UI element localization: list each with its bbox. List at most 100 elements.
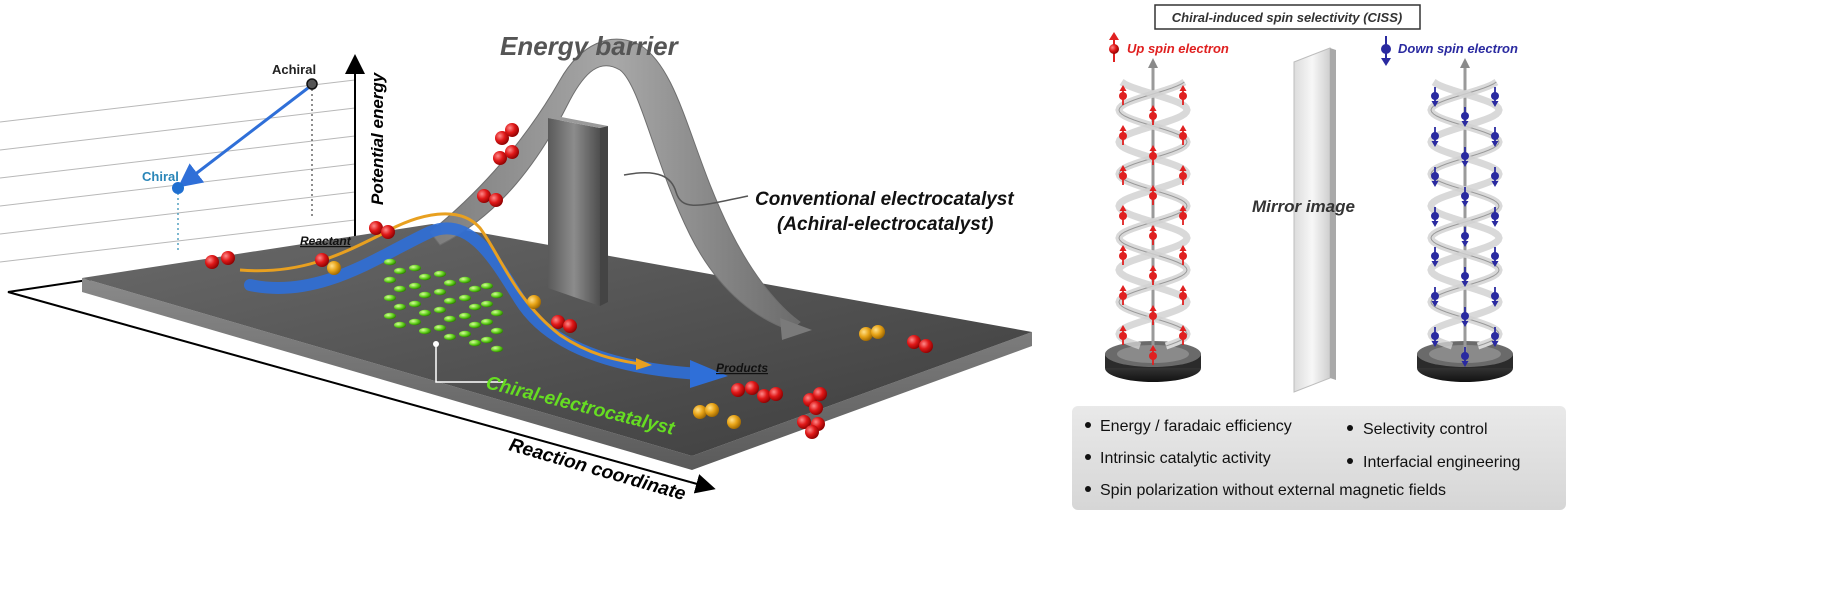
down-spin-label: Down spin electron	[1398, 41, 1518, 56]
spin-electron	[1119, 292, 1127, 300]
molecule-atom	[797, 415, 811, 429]
down-spin-legend: Down spin electron	[1381, 36, 1518, 66]
helix-turn	[444, 297, 456, 305]
spin-electron	[1179, 172, 1187, 180]
spin-electron	[1431, 292, 1439, 300]
molecule-atom	[563, 319, 577, 333]
helix-turn	[459, 294, 471, 302]
spin-electron	[1491, 132, 1499, 140]
helix-turn	[409, 264, 421, 272]
spin-electron	[1149, 312, 1157, 320]
helix-turn	[481, 336, 493, 344]
spin-electron	[1431, 332, 1439, 340]
molecule-atom	[693, 405, 707, 419]
spin-electron	[1491, 252, 1499, 260]
spin-electron	[1119, 252, 1127, 260]
molecule-atom	[369, 221, 383, 235]
molecule-atom	[477, 189, 491, 203]
molecule-atom	[907, 335, 921, 349]
molecule-atom	[205, 255, 219, 269]
reactant-label: Reactant	[300, 234, 352, 248]
helix-turn	[419, 327, 431, 335]
helix-turn	[469, 303, 481, 311]
spin-electron	[1491, 172, 1499, 180]
helix-turn	[434, 270, 446, 278]
features-box	[1072, 406, 1566, 510]
helix-turn	[444, 279, 456, 287]
bullet-selectivity: Selectivity control	[1363, 421, 1488, 438]
molecule-atom	[805, 425, 819, 439]
spin-electron	[1461, 272, 1469, 280]
molecule-atom	[527, 295, 541, 309]
molecule-atom	[493, 151, 507, 165]
helix-turn	[469, 285, 481, 293]
spin-electron	[1149, 232, 1157, 240]
conventional-label-line1: Conventional electrocatalyst	[755, 189, 1014, 210]
molecule-atom	[505, 123, 519, 137]
helix-turn	[459, 312, 471, 320]
spin-electron	[1461, 312, 1469, 320]
bullet-activity: Intrinsic catalytic activity	[1100, 450, 1271, 467]
molecule-atom	[551, 315, 565, 329]
spin-electron	[1431, 212, 1439, 220]
achiral-catalyst-wall	[548, 118, 600, 306]
helix-turn	[419, 273, 431, 281]
molecule-atom	[727, 415, 741, 429]
molecule-atom	[871, 325, 885, 339]
spin-electron	[1179, 252, 1187, 260]
helix-turn	[394, 267, 406, 275]
spin-electron	[1461, 152, 1469, 160]
spin-electron	[1149, 112, 1157, 120]
helix-turn	[384, 258, 396, 266]
helix-turn	[409, 282, 421, 290]
molecule-atom	[731, 383, 745, 397]
helix-turn	[394, 321, 406, 329]
helix-turn	[481, 300, 493, 308]
spin-electron	[1179, 212, 1187, 220]
helix-turn	[384, 294, 396, 302]
molecule-atom	[705, 403, 719, 417]
helix-turn	[491, 309, 503, 317]
spin-electron	[1461, 232, 1469, 240]
helix-turn	[434, 324, 446, 332]
molecules	[205, 123, 933, 439]
molecule-atom	[813, 387, 827, 401]
helix-turn	[469, 321, 481, 329]
up-spin-helix	[1105, 58, 1201, 382]
spin-electron	[1461, 192, 1469, 200]
bullet-interfacial: Interfacial engineering	[1363, 454, 1520, 471]
helix-turn	[419, 309, 431, 317]
conventional-leader-line	[623, 171, 749, 206]
achiral-reaction-path	[239, 212, 641, 366]
molecule-atom	[809, 401, 823, 415]
spin-electron	[1431, 172, 1439, 180]
molecule-atom	[745, 381, 759, 395]
molecule-atom	[505, 145, 519, 159]
spin-electron	[1491, 212, 1499, 220]
helix-turn	[394, 285, 406, 293]
helix-turn	[409, 300, 421, 308]
spin-electron	[1119, 212, 1127, 220]
molecule-atom	[757, 389, 771, 403]
molecule-atom	[495, 131, 509, 145]
spin-electron	[1461, 112, 1469, 120]
spin-electron	[1491, 332, 1499, 340]
molecule-atom	[381, 225, 395, 239]
helix-turn	[481, 318, 493, 326]
spin-electron	[1431, 132, 1439, 140]
helix-turn	[491, 345, 503, 353]
chiral-reaction-path	[244, 222, 706, 380]
spin-electron	[1149, 272, 1157, 280]
up-spin-label: Up spin electron	[1127, 41, 1229, 56]
helix-turn	[394, 303, 406, 311]
right-panel: Chiral-induced spin selectivity (CISS) U…	[1072, 4, 1566, 510]
molecule-atom	[769, 387, 783, 401]
products-label: Products	[716, 361, 768, 375]
spin-electron	[1119, 172, 1127, 180]
bullet-spin-polarization: Spin polarization without external magne…	[1100, 482, 1446, 499]
mirror-plate	[1293, 47, 1331, 393]
achiral-point	[306, 78, 318, 90]
spin-electron	[1431, 252, 1439, 260]
helix-turn	[481, 282, 493, 290]
helix-turn	[459, 276, 471, 284]
